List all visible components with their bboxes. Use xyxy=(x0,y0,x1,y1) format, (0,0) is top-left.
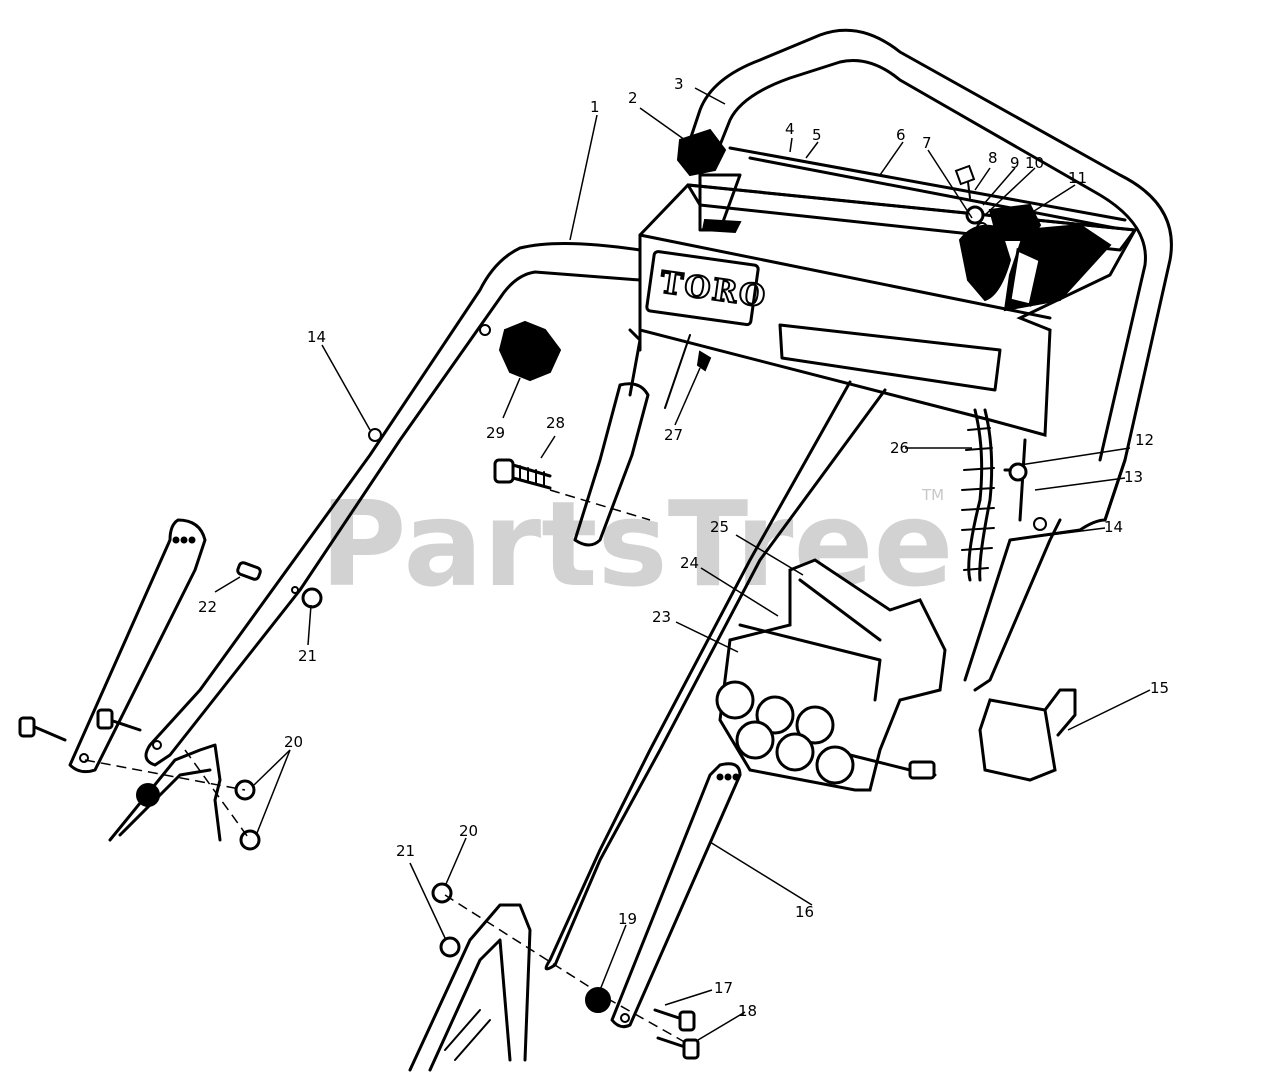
callout-labels: 1 2 3 4 5 6 7 8 9 10 11 12 13 14 14 15 1… xyxy=(198,75,1169,1020)
callout-14-left: 14 xyxy=(307,328,326,346)
ignition-switch xyxy=(954,164,1012,302)
callout-8: 8 xyxy=(988,149,998,167)
pin-22 xyxy=(236,561,262,581)
callout-9: 9 xyxy=(1010,154,1020,172)
callout-6: 6 xyxy=(896,126,906,144)
bolt-28 xyxy=(493,458,552,490)
clip-14-left xyxy=(368,428,382,442)
left-deck-bracket xyxy=(108,743,222,842)
bolt-left-2 xyxy=(96,708,142,732)
nut-21-a xyxy=(301,587,323,609)
callout-20-right: 20 xyxy=(459,822,478,840)
callout-19: 19 xyxy=(618,910,637,928)
callout-28: 28 xyxy=(546,414,565,432)
nut-20-b xyxy=(239,829,261,851)
center-grip-tube xyxy=(573,328,650,547)
callout-13: 13 xyxy=(1124,468,1143,486)
knob-29 xyxy=(479,320,562,382)
callout-1: 1 xyxy=(590,98,600,116)
callout-16: 16 xyxy=(795,903,814,921)
callout-22: 22 xyxy=(198,598,217,616)
callout-10: 10 xyxy=(1025,154,1044,172)
cable-27 xyxy=(664,334,712,409)
callout-14-right: 14 xyxy=(1104,518,1123,536)
callout-17: 17 xyxy=(714,979,733,997)
callout-27: 27 xyxy=(664,426,683,444)
nut-21-b xyxy=(439,936,461,958)
starter-rope xyxy=(961,408,1028,582)
battery-holder xyxy=(715,558,947,792)
leader-lines xyxy=(214,87,1151,1041)
right-bracket-arm xyxy=(610,762,742,1029)
callout-2: 2 xyxy=(628,89,638,107)
callout-5: 5 xyxy=(812,126,822,144)
callout-3: 3 xyxy=(674,75,684,93)
callout-4: 4 xyxy=(785,120,795,138)
callout-20-left: 20 xyxy=(284,733,303,751)
callout-18: 18 xyxy=(738,1002,757,1020)
throttle-lever xyxy=(676,128,742,234)
nut-20-c xyxy=(431,882,453,904)
callout-26: 26 xyxy=(890,439,909,457)
bolt-17 xyxy=(653,1008,696,1032)
watermark-trademark: TM xyxy=(921,486,944,504)
bolt-left-1 xyxy=(18,716,67,742)
callout-29: 29 xyxy=(486,424,505,442)
callout-24: 24 xyxy=(680,554,699,572)
center-lower-tube xyxy=(544,380,887,971)
callout-12: 12 xyxy=(1135,431,1154,449)
right-deck-bracket xyxy=(408,903,532,1072)
callout-21-left: 21 xyxy=(298,647,317,665)
lower-handle xyxy=(144,241,642,767)
callout-11: 11 xyxy=(1068,169,1087,187)
callout-15: 15 xyxy=(1150,679,1169,697)
spacer-left xyxy=(136,783,160,807)
bolt-18 xyxy=(656,1036,700,1060)
control-panel: TORO xyxy=(638,146,1138,437)
callout-21-right: 21 xyxy=(396,842,415,860)
left-bracket-arm xyxy=(68,518,207,774)
callout-25: 25 xyxy=(710,518,729,536)
part-15-box xyxy=(978,688,1077,782)
choke-lever xyxy=(988,203,1112,312)
right-handle-tube xyxy=(963,458,1127,692)
callout-23: 23 xyxy=(652,608,671,626)
callout-7: 7 xyxy=(922,134,932,152)
upper-handle xyxy=(688,28,1173,522)
